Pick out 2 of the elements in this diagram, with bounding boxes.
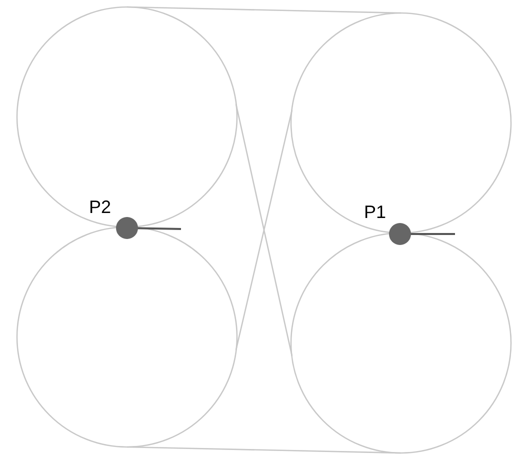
point-label: P2 <box>89 197 112 217</box>
point-label: P1 <box>364 202 386 222</box>
